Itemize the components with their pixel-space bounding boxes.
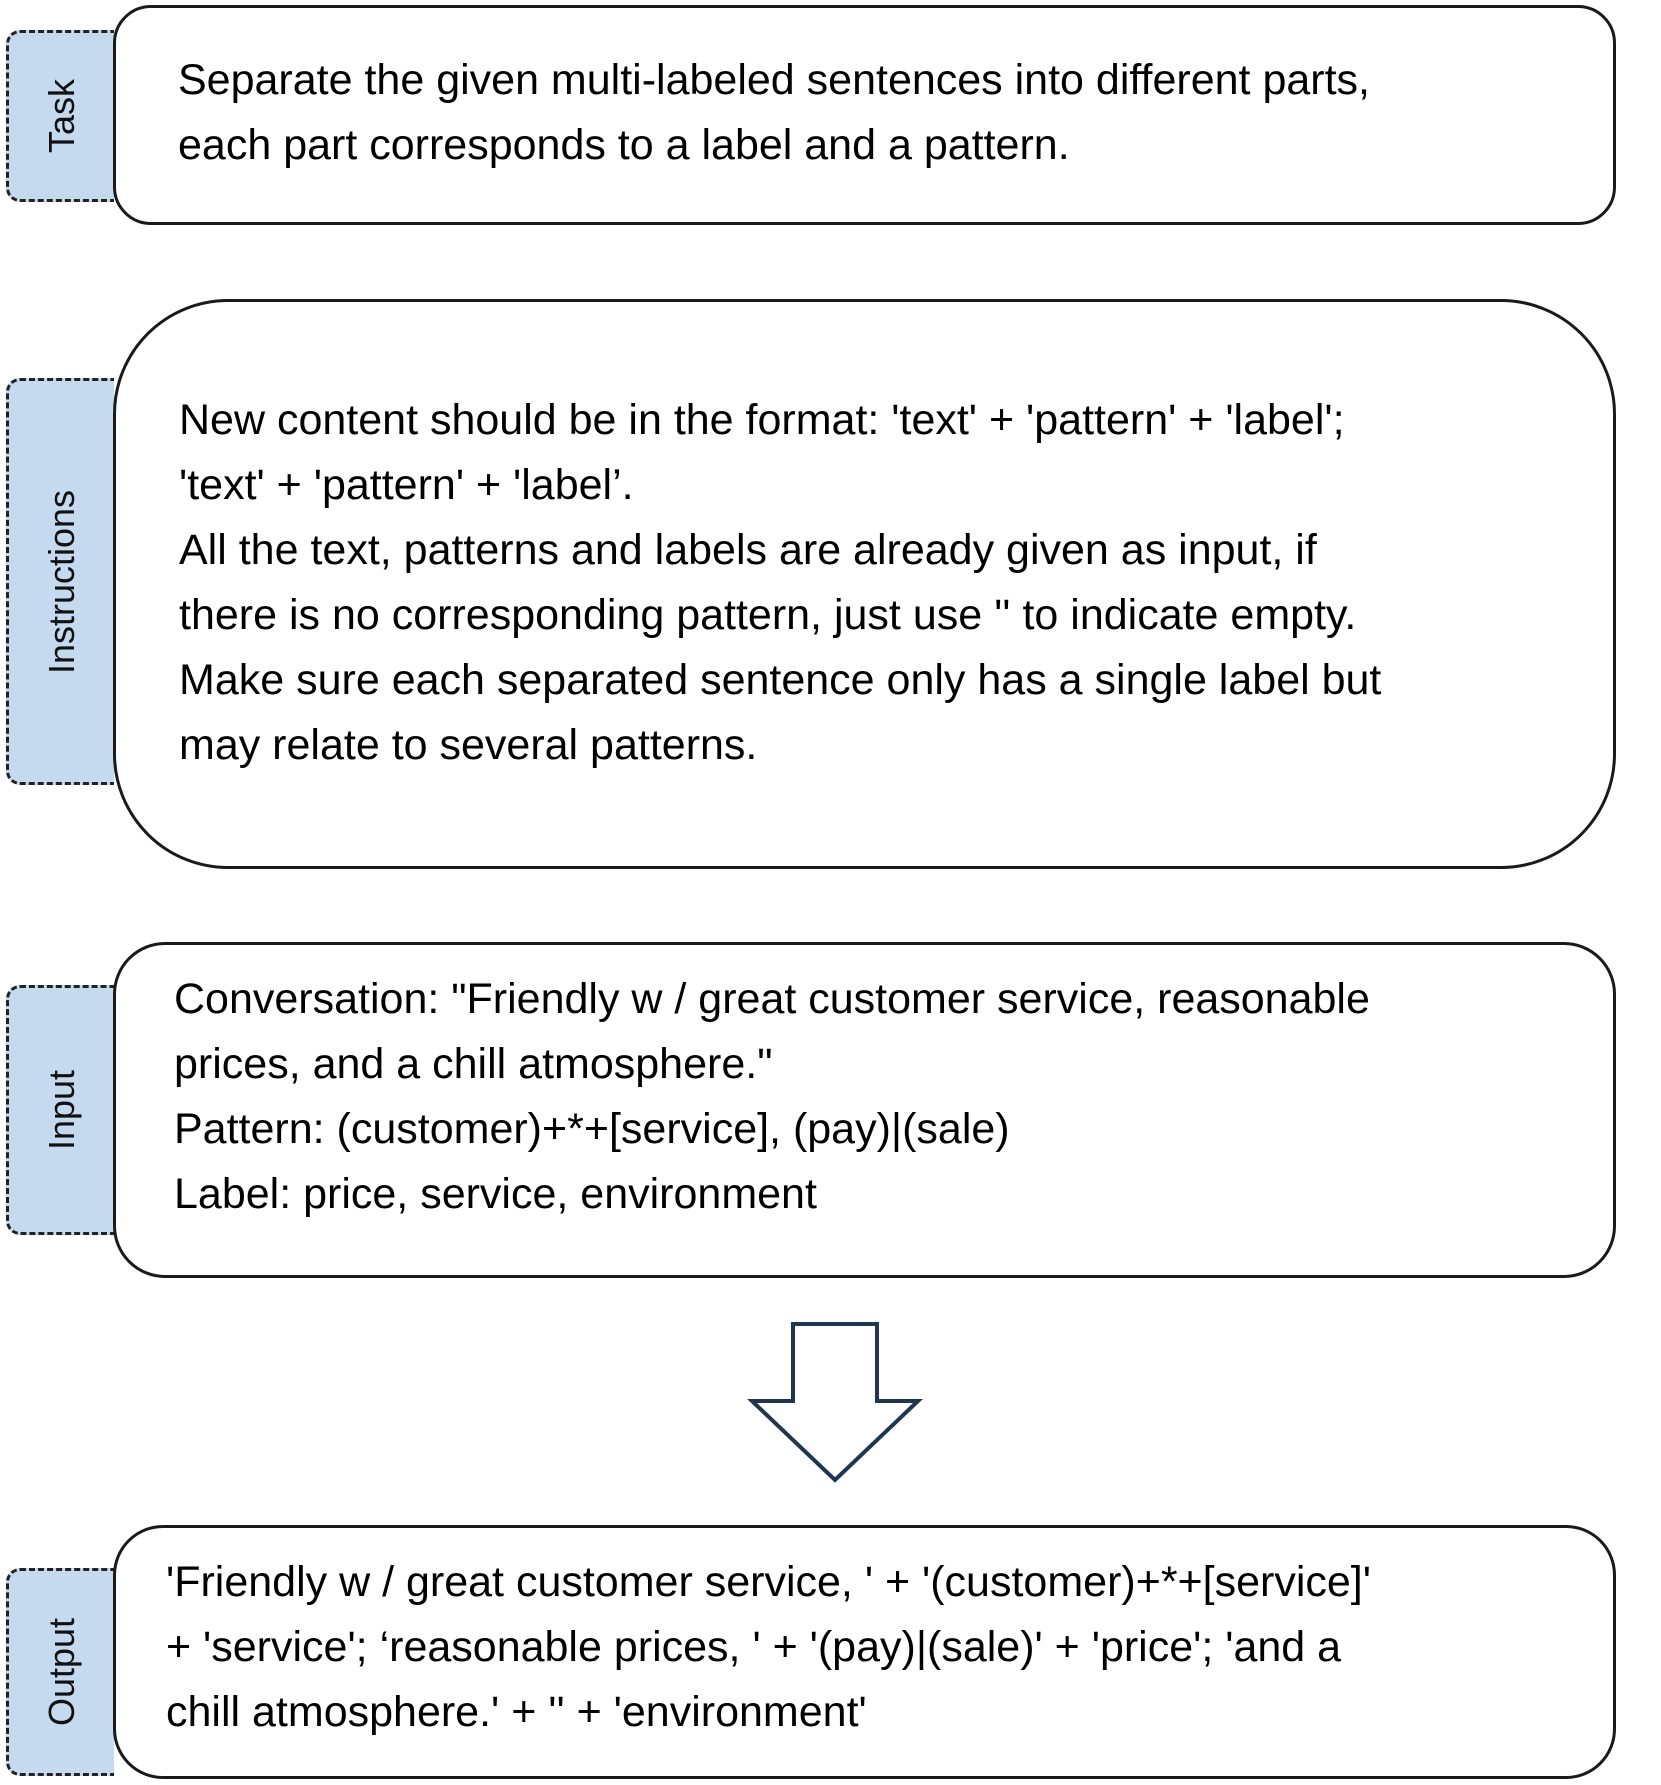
output-box: 'Friendly w / great customer service, ' … bbox=[113, 1525, 1616, 1779]
task-box: Separate the given multi-labeled sentenc… bbox=[113, 5, 1616, 225]
output-tab-label: Output bbox=[40, 1617, 82, 1727]
input-tab: Input bbox=[6, 985, 114, 1235]
instructions-tab-label: Instructions bbox=[40, 489, 82, 674]
task-text: Separate the given multi-labeled sentenc… bbox=[178, 56, 1370, 169]
input-box: Conversation: "Friendly w / great custom… bbox=[113, 942, 1616, 1278]
output-text: 'Friendly w / great customer service, ' … bbox=[166, 1558, 1371, 1736]
input-text: Conversation: "Friendly w / great custom… bbox=[174, 975, 1370, 1218]
task-tab-label: Task bbox=[40, 78, 82, 154]
instructions-box: New content should be in the format: 'te… bbox=[113, 299, 1616, 869]
output-tab: Output bbox=[6, 1568, 114, 1776]
instructions-text: New content should be in the format: 'te… bbox=[179, 396, 1382, 769]
input-tab-label: Input bbox=[40, 1069, 82, 1151]
down-arrow-icon bbox=[746, 1322, 924, 1483]
instructions-tab: Instructions bbox=[6, 378, 114, 785]
task-tab: Task bbox=[6, 30, 114, 202]
